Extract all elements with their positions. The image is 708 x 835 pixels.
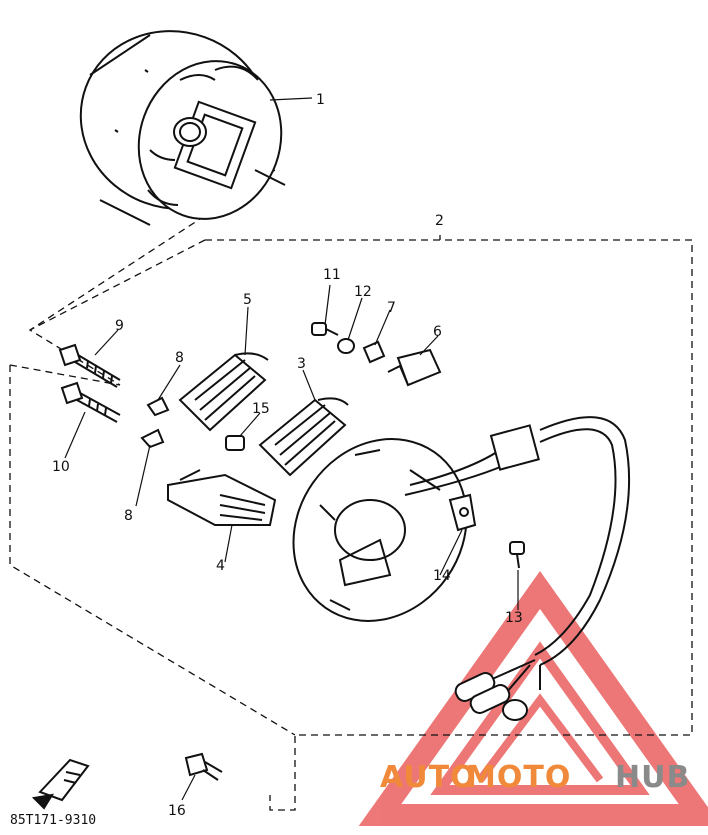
plate-8-upper: [146, 396, 170, 417]
callout-8-upper: 8: [175, 350, 184, 366]
callout-11: 11: [323, 267, 341, 283]
leader-1: [269, 97, 313, 101]
screw-11: [311, 322, 339, 336]
callout-2: 2: [435, 213, 444, 229]
callout-12: 12: [354, 284, 372, 300]
clip-7: [362, 340, 386, 364]
callout-6: 6: [433, 324, 442, 340]
bolt-16: [184, 752, 223, 781]
callout-9: 9: [115, 318, 124, 334]
pulser-coil-4: [167, 469, 277, 526]
svg-text:AUTO: AUTO: [380, 760, 477, 795]
callout-15: 15: [252, 401, 270, 417]
front-direction-arrow-icon: [31, 758, 90, 810]
callout-13: 13: [505, 610, 523, 626]
callout-10: 10: [52, 459, 70, 475]
callout-7: 7: [387, 300, 396, 316]
connector-6: [387, 348, 442, 387]
plate-8-lower: [140, 428, 165, 449]
bolt-10: [60, 381, 121, 423]
source-coil-5: [178, 352, 269, 432]
callout-5: 5: [243, 292, 252, 308]
callout-16: 16: [168, 803, 186, 819]
callout-14: 14: [433, 568, 451, 584]
watermark-text: AUTO MOTO HUB: [380, 760, 690, 795]
watermark-logo: [358, 571, 708, 826]
flywheel-rotor: [79, 30, 286, 226]
bolt-9: [58, 343, 121, 388]
source-coil-3: [258, 397, 349, 477]
cord-clamp: [448, 493, 477, 532]
callout-1: 1: [316, 92, 325, 108]
collar-15: [225, 435, 245, 451]
wiring-harness: [404, 416, 631, 721]
leader-lines: [64, 284, 519, 801]
drawing-code: 85T171-9310: [10, 813, 96, 828]
callout-4: 4: [216, 558, 225, 574]
stator-plate: [292, 438, 468, 622]
svg-text:MOTO: MOTO: [466, 760, 571, 795]
svg-text:HUB: HUB: [615, 760, 690, 795]
washer-12: [337, 338, 355, 354]
callout-8-lower: 8: [124, 508, 133, 524]
screw-13: [509, 541, 525, 569]
stator-assembly-outline: [9, 169, 693, 811]
callout-3: 3: [297, 356, 306, 372]
